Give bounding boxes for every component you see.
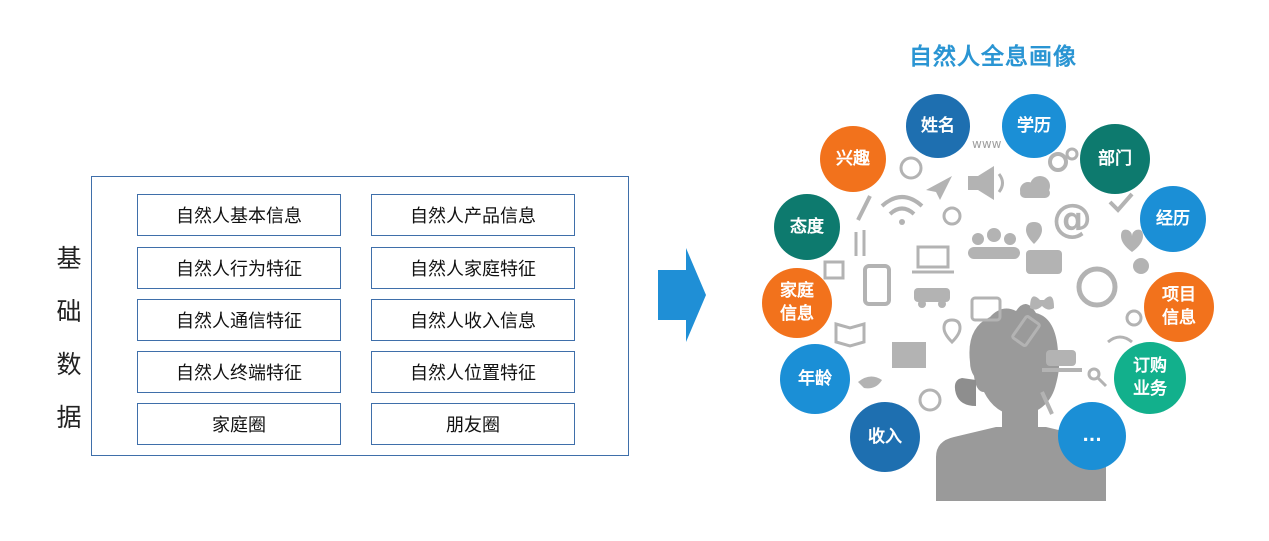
- bubble-project-info: 项目 信息: [1144, 272, 1214, 342]
- heart-icon: [1121, 229, 1143, 252]
- key-icon: [1087, 367, 1108, 388]
- bubble-label: 兴趣: [836, 148, 870, 169]
- clock-icon: [1076, 266, 1118, 308]
- base-data-cell: 自然人收入信息: [371, 299, 575, 341]
- bubble-family-info: 家庭 信息: [762, 268, 832, 338]
- bubble-interest: 兴趣: [820, 126, 886, 192]
- gift-icon: [892, 342, 926, 368]
- portrait-scene: www @: [740, 80, 1269, 541]
- bubble-department: 部门: [1080, 124, 1150, 194]
- bubble-label: 家庭 信息: [780, 281, 814, 324]
- gear-icon: [1065, 147, 1079, 161]
- bubble-education: 学历: [1002, 94, 1066, 158]
- camera-icon: [970, 296, 1002, 322]
- bubble-label: 态度: [790, 216, 824, 237]
- pencil-icon: [856, 195, 872, 221]
- sun-icon: [899, 156, 923, 180]
- side-label-char: 数: [56, 350, 82, 379]
- box-icon: [823, 260, 845, 280]
- bubble-label: 姓名: [921, 115, 955, 136]
- coffee-icon: [1042, 350, 1082, 372]
- bubble-attitude: 态度: [774, 194, 840, 260]
- butterfly-icon: [1030, 296, 1054, 310]
- bubble-label: 年龄: [798, 368, 832, 389]
- speaker-icon: [968, 166, 1004, 200]
- bubble-subscription: 订购 业务: [1114, 342, 1186, 414]
- icon-cloud: www @: [823, 137, 1149, 501]
- side-label-char: 基: [56, 244, 82, 273]
- person-silhouette: [936, 303, 1106, 501]
- bubble-label: 订购 业务: [1133, 356, 1167, 399]
- bubble-label: 部门: [1098, 148, 1132, 169]
- base-data-cell: 自然人位置特征: [371, 351, 575, 393]
- bubble-label: 收入: [868, 426, 902, 447]
- bubble-name: 姓名: [906, 94, 970, 158]
- ring-icon: [1125, 309, 1143, 327]
- location-pin-icon: [1026, 222, 1042, 244]
- paper-plane-icon: [926, 176, 952, 200]
- wifi-icon: [880, 195, 924, 216]
- users-icon: [968, 228, 1020, 259]
- car-icon: [914, 288, 950, 308]
- at-icon: @: [1052, 196, 1092, 242]
- apple-icon: [1133, 258, 1149, 274]
- phone-icon: [863, 264, 891, 306]
- side-label-char: 础: [56, 297, 82, 326]
- checkmark-icon: [1108, 192, 1134, 213]
- bubble-label: 项目 信息: [1162, 285, 1196, 328]
- right-arrow-icon: [658, 248, 706, 342]
- cloud-icon: [1020, 176, 1050, 198]
- wifi-dot: [899, 219, 905, 225]
- bird-icon: [858, 376, 882, 389]
- side-label-char: 据: [56, 403, 82, 432]
- base-data-cell: 朋友圈: [371, 403, 575, 445]
- bubble-experience: 经历: [1140, 186, 1206, 252]
- www-text: www: [972, 137, 1002, 151]
- bulb-icon: [918, 388, 942, 412]
- bubble-label: 经历: [1156, 208, 1190, 229]
- portrait-title: 自然人全息画像: [909, 44, 1077, 70]
- cutlery-icon: [854, 230, 866, 256]
- base-data-cell: 自然人产品信息: [371, 194, 575, 236]
- book-icon: [834, 322, 866, 348]
- gear-icon: [1048, 152, 1068, 172]
- paperclip-icon: [1040, 391, 1054, 415]
- bubble-label: ...: [1082, 425, 1102, 446]
- battery-icon: [1011, 315, 1041, 347]
- base-data-frame: 自然人基本信息 自然人产品信息 自然人行为特征 自然人家庭特征 自然人通信特征 …: [91, 176, 629, 456]
- base-data-cell: 家庭圈: [137, 403, 341, 445]
- laptop-icon: [912, 245, 954, 274]
- base-data-cell: 自然人通信特征: [137, 299, 341, 341]
- base-data-cell: 自然人行为特征: [137, 247, 341, 289]
- bubble-age: 年龄: [780, 344, 850, 414]
- base-data-cell: 自然人家庭特征: [371, 247, 575, 289]
- signal-icon: [1107, 335, 1133, 344]
- bubble-income: 收入: [850, 402, 920, 472]
- base-data-vertical-label: 基 础 数 据: [52, 232, 86, 444]
- chat-bubble-icon: [1026, 250, 1062, 274]
- refresh-icon: [942, 206, 962, 226]
- base-data-cell: 自然人终端特征: [137, 351, 341, 393]
- map-pin-icon: [942, 318, 962, 345]
- base-data-cell: 自然人基本信息: [137, 194, 341, 236]
- bubble-more: ...: [1058, 402, 1126, 470]
- bubble-label: 学历: [1017, 115, 1051, 136]
- arrow-shape: [658, 248, 706, 342]
